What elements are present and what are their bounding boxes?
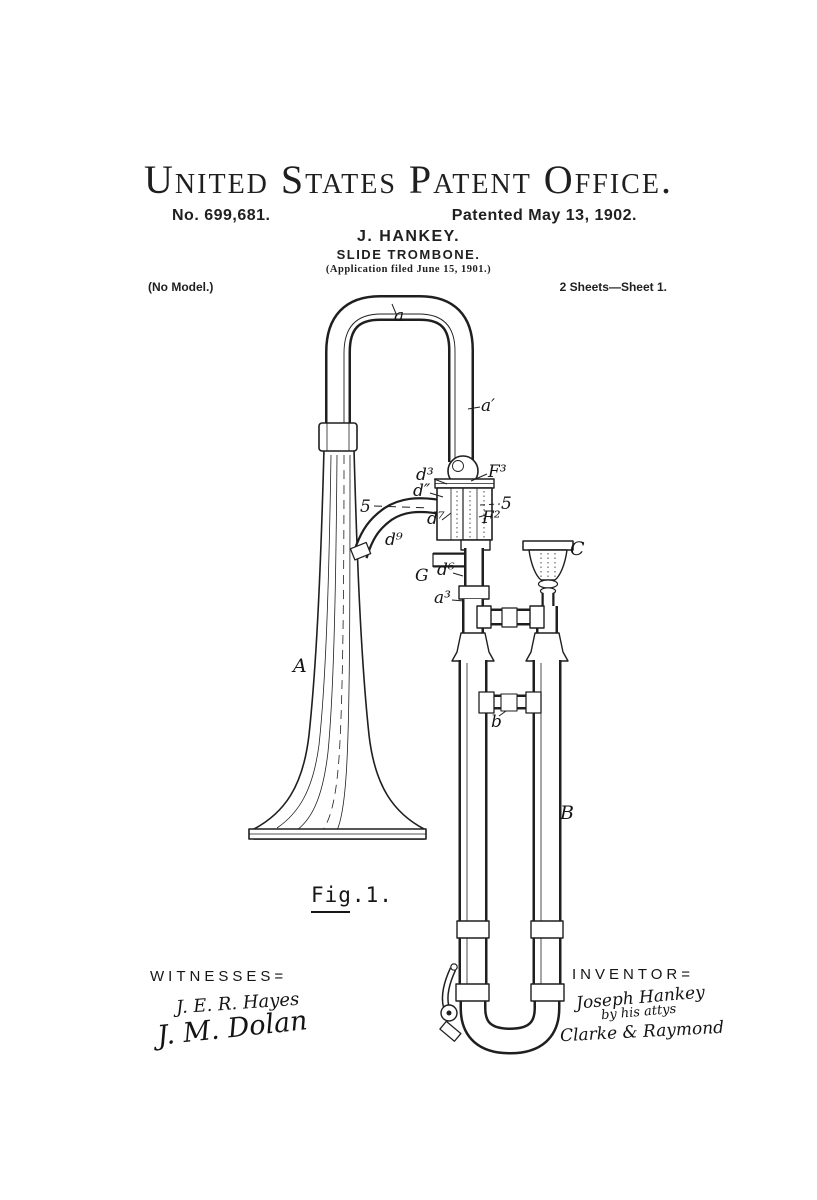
part-label-d6: d⁶ [437, 560, 455, 580]
part-label-5-left: 5 [360, 497, 371, 517]
s-crook-tube [349, 497, 448, 561]
part-label-d3: d³ [416, 465, 434, 485]
figure-caption-underline [311, 911, 350, 913]
part-label-A: A [293, 655, 307, 677]
part-label-a-prime: a′ [481, 396, 495, 416]
part-label-d-doubleprime: d″ [413, 481, 431, 501]
invention-title: SLIDE TROMBONE. [336, 247, 481, 262]
patent-office-title: United States Patent Office. [144, 157, 673, 202]
water-key [439, 963, 462, 1042]
part-label-a: a [394, 306, 405, 326]
inventor-name-line: J. HANKEY. [356, 228, 461, 245]
lower-slide-brace [478, 691, 542, 714]
part-label-B: B [560, 802, 574, 824]
inventor-heading: INVENTOR= [572, 966, 694, 983]
part-label-F2: F² [482, 508, 501, 528]
slide-cones [451, 632, 569, 662]
sheet-count-note: 2 Sheets—Sheet 1. [559, 280, 667, 294]
part-label-G: G [415, 566, 429, 586]
top-loop-tube [325, 295, 474, 462]
bell-tube-collar [318, 422, 358, 452]
slide-bow [455, 983, 565, 1055]
part-label-a3: a³ [434, 588, 451, 608]
witnesses-heading: WITNESSES= [150, 968, 288, 985]
part-label-d9: d⁹ [385, 530, 403, 550]
no-model-note: (No Model.) [148, 280, 214, 294]
bell [248, 422, 427, 840]
figure-caption: Fig.1. [311, 883, 393, 907]
application-filed-line: (Application filed June 15, 1901.) [325, 264, 492, 275]
slide-tube-collars [456, 920, 564, 939]
top-slide-brace [476, 605, 545, 629]
part-label-b: b [491, 712, 502, 732]
patented-date: Patented May 13, 1902. [451, 207, 637, 224]
part-label-d7: d⁷ [427, 509, 445, 529]
part-label-F3: F³ [488, 462, 507, 482]
part-label-C: C [570, 538, 585, 560]
g-stub-tube [432, 552, 470, 568]
valve-assembly [434, 455, 495, 551]
leader-lines [373, 303, 507, 717]
part-label-5-right: 5 [501, 494, 512, 514]
patent-number: No. 699,681. [172, 207, 271, 224]
